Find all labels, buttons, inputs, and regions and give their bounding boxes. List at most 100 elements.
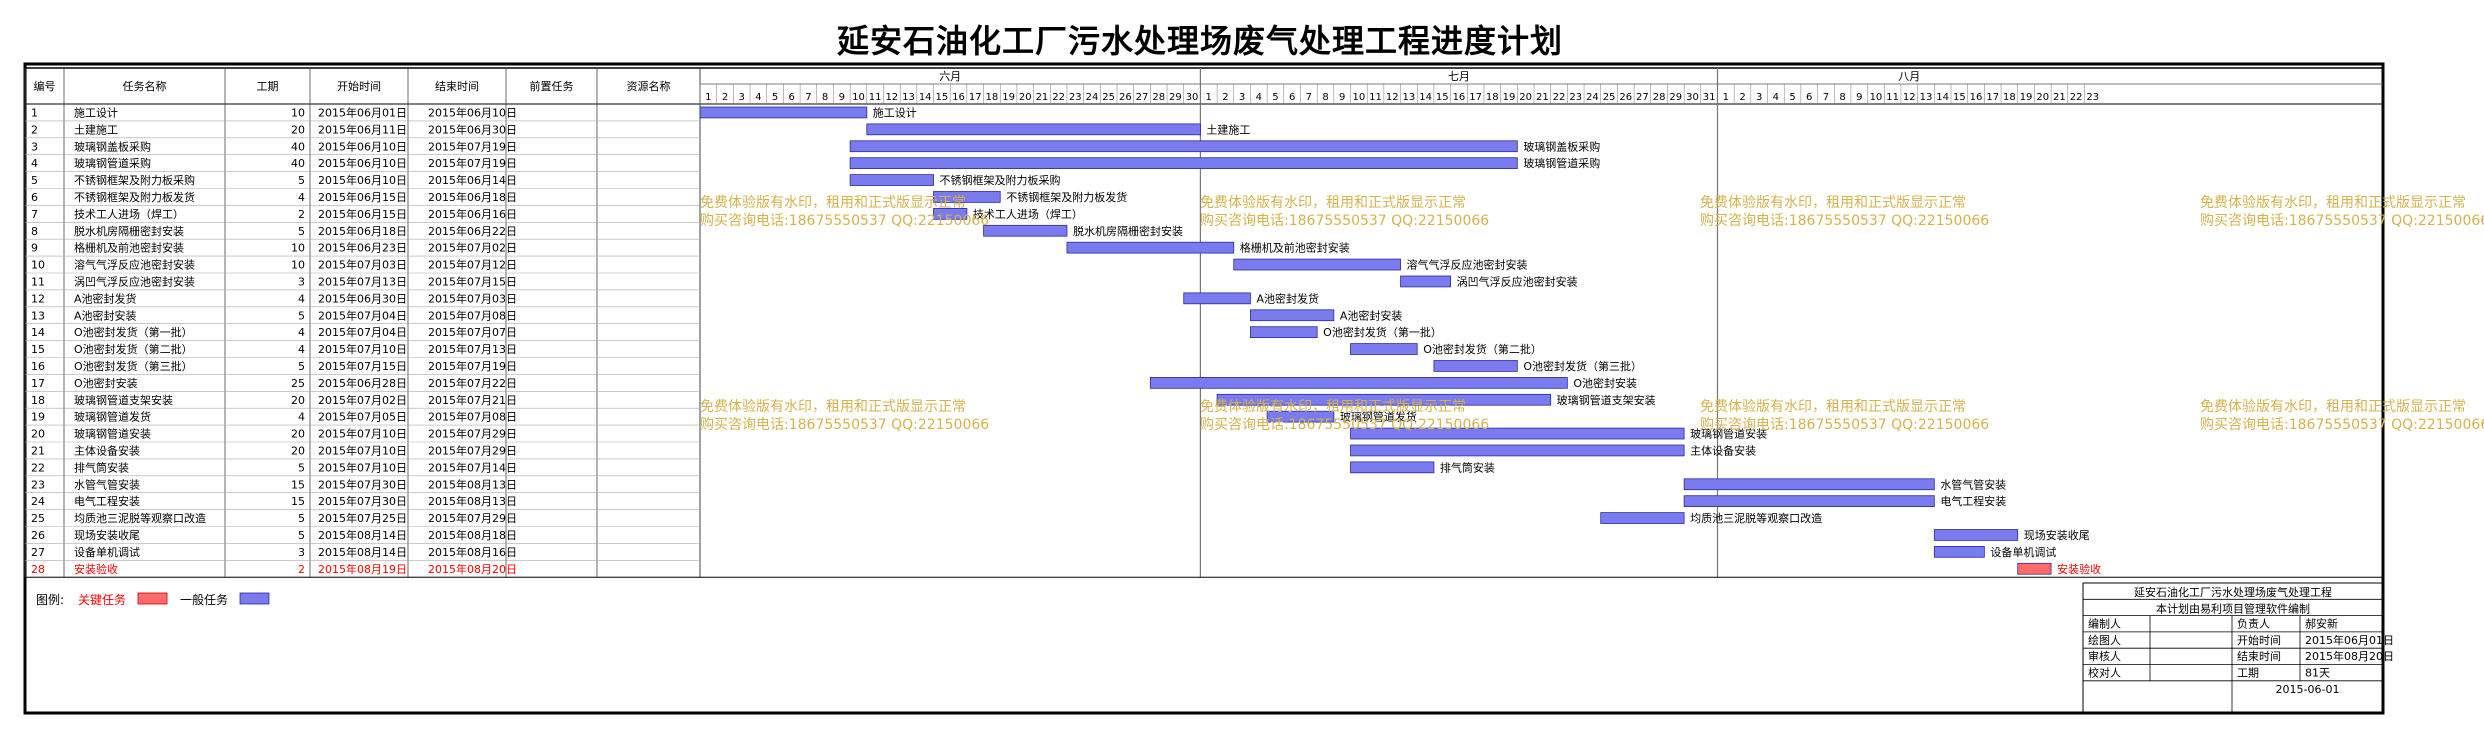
task-duration: 4: [298, 411, 305, 424]
task-id: 2: [31, 123, 38, 136]
watermark-text: 免费体验版有水印，租用和正式版显示正常: [1200, 399, 1466, 415]
gantt-bar: [1066, 241, 1235, 254]
month-label: 六月: [939, 70, 961, 83]
day-tick-label: 17: [1986, 92, 1999, 103]
task-start: 2015年06月15日: [318, 207, 407, 221]
task-name: O池密封发货（第二批）: [74, 342, 193, 356]
task-name: 现场安装收尾: [74, 528, 140, 542]
task-duration: 40: [291, 140, 305, 153]
watermark-text: 购买咨询电话:18675550537 QQ:22150066: [1200, 213, 1489, 229]
bar-label: 现场安装收尾: [2024, 528, 2090, 542]
legend-title: 图例:: [36, 593, 64, 607]
task-name: 均质池三泥脱等观察口改造: [74, 511, 206, 525]
info-cell: 绘图人: [2088, 633, 2121, 647]
gantt-bar: [1600, 512, 1685, 524]
day-tick-label: 26: [1619, 92, 1632, 103]
day-tick-label: 8: [1839, 92, 1845, 103]
task-name: A池密封安装: [74, 308, 137, 322]
day-tick-label: 15: [935, 92, 948, 103]
day-tick-label: 13: [1403, 92, 1416, 103]
day-tick-label: 19: [1002, 92, 1015, 103]
legend-critical-swatch: [137, 592, 168, 605]
task-start: 2015年07月13日: [318, 274, 407, 288]
info-cell: 2015年06月01日: [2305, 633, 2394, 647]
info-cell: 开始时间: [2237, 633, 2281, 647]
month-label: 七月: [1448, 70, 1470, 83]
day-tick-label: 22: [1553, 92, 1566, 103]
day-tick-label: 2: [1222, 92, 1228, 103]
task-duration: 20: [291, 123, 305, 136]
day-tick-label: 27: [1136, 92, 1149, 103]
task-id: 11: [31, 275, 45, 288]
gantt-bar: [933, 207, 968, 220]
day-tick-label: 13: [902, 92, 915, 103]
gantt-bar: [1250, 309, 1335, 322]
gantt-bar: [849, 157, 1518, 169]
task-name: A池密封发货: [74, 291, 137, 305]
day-tick-label: 1: [1723, 92, 1729, 103]
day-tick-label: 20: [1019, 92, 1032, 103]
task-id: 22: [31, 461, 45, 474]
task-name: O池密封发货（第一批）: [74, 325, 193, 339]
task-start: 2015年07月03日: [318, 258, 407, 272]
watermark-text: 免费体验版有水印，租用和正式版显示正常: [1200, 195, 1466, 211]
day-tick-label: 18: [1486, 92, 1499, 103]
task-duration: 10: [291, 259, 305, 272]
gantt-bar: [1683, 478, 1935, 491]
day-tick-label: 29: [1169, 92, 1182, 103]
day-tick-label: 25: [1102, 92, 1115, 103]
task-duration: 20: [291, 444, 305, 457]
bar-label: 施工设计: [873, 106, 917, 119]
task-duration: 2: [298, 563, 305, 576]
gantt-bar: [699, 106, 868, 119]
day-tick-label: 25: [1603, 92, 1616, 103]
day-tick-label: 2: [1739, 92, 1745, 103]
task-start: 2015年07月05日: [318, 410, 407, 424]
gantt-bar: [1350, 343, 1418, 355]
day-tick-label: 14: [919, 92, 932, 103]
task-name: 玻璃钢盖板采购: [74, 139, 151, 153]
day-tick-label: 10: [1870, 92, 1883, 103]
task-duration: 10: [291, 106, 305, 119]
gantt-bar: [1400, 275, 1452, 288]
task-name: 设备单机调试: [74, 545, 140, 559]
bar-label: 涡凹气浮反应池密封安装: [1457, 274, 1578, 288]
task-end: 2015年08月18日: [428, 528, 517, 542]
task-end: 2015年07月08日: [428, 410, 517, 424]
gantt-bar: [1933, 546, 1985, 558]
task-id: 28: [31, 563, 45, 576]
day-tick-label: 3: [739, 92, 745, 103]
day-tick-label: 18: [2003, 92, 2016, 103]
task-start: 2015年07月10日: [318, 460, 407, 474]
day-tick-label: 4: [1773, 92, 1779, 103]
bar-label: 玻璃钢管道发货: [1340, 410, 1417, 424]
day-tick-label: 10: [1352, 92, 1365, 103]
day-tick-label: 14: [1936, 92, 1949, 103]
day-tick-label: 30: [1186, 92, 1199, 103]
task-name: 玻璃钢管道安装: [74, 427, 151, 441]
day-tick-label: 9: [1856, 92, 1862, 103]
task-id: 17: [31, 377, 45, 390]
bar-label: O池密封发货（第三批）: [1523, 359, 1642, 373]
day-tick-label: 21: [1036, 92, 1049, 103]
task-duration: 15: [291, 495, 305, 508]
day-tick-label: 17: [969, 92, 982, 103]
legend-critical-label: 关键任务: [78, 592, 126, 607]
task-id: 8: [31, 225, 38, 238]
task-id: 18: [31, 394, 45, 407]
task-end: 2015年07月29日: [428, 427, 517, 441]
task-duration: 3: [298, 275, 305, 288]
task-end: 2015年06月30日: [428, 122, 517, 136]
day-tick-label: 19: [1503, 92, 1516, 103]
task-duration: 20: [291, 428, 305, 441]
task-id: 19: [31, 411, 45, 424]
day-tick-label: 3: [1239, 92, 1245, 103]
task-id: 13: [31, 309, 45, 322]
task-duration: 5: [298, 529, 305, 542]
task-end: 2015年07月21日: [428, 393, 517, 407]
task-start: 2015年08月14日: [318, 545, 407, 559]
month-label: 八月: [1898, 70, 1920, 83]
gantt-bar: [1149, 376, 1568, 389]
task-duration: 20: [291, 394, 305, 407]
task-id: 3: [31, 140, 38, 153]
